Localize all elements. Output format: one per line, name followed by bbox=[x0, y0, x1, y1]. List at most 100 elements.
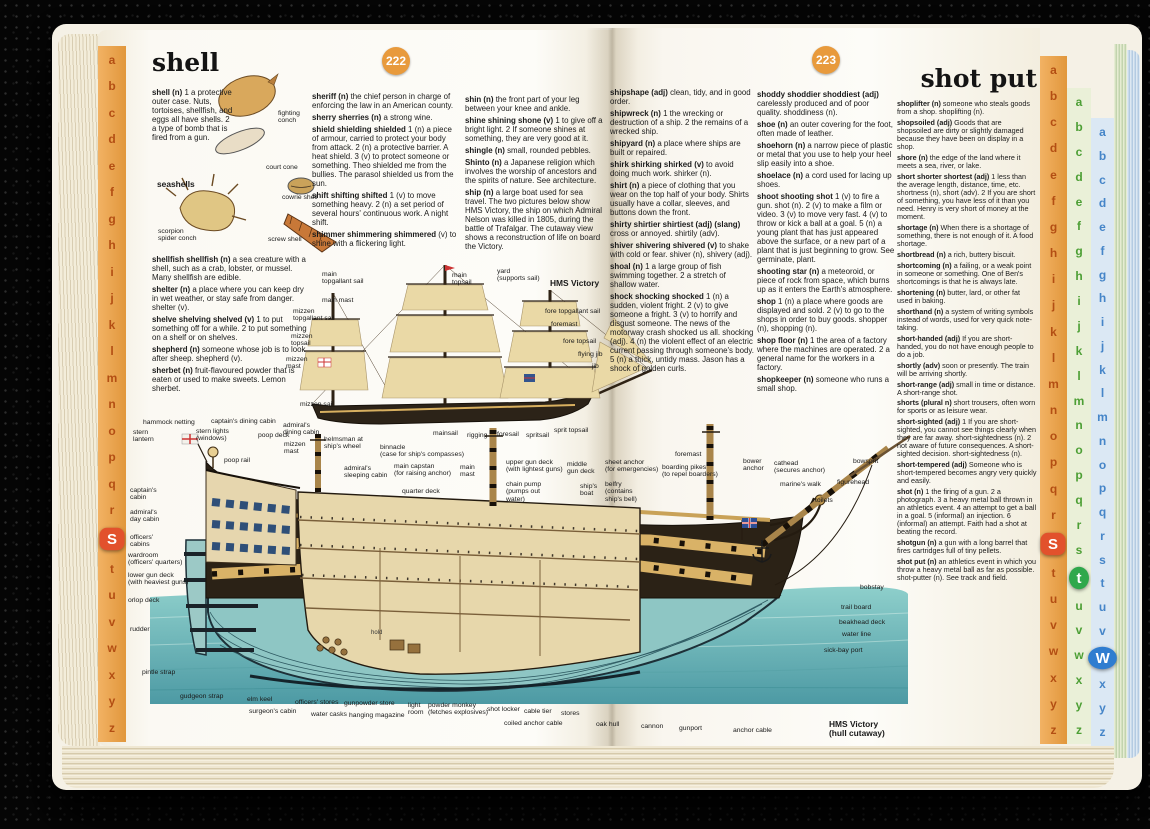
index-tab-p[interactable]: p bbox=[1075, 468, 1083, 483]
index-tab-l[interactable]: l bbox=[1100, 386, 1105, 401]
index-tab-p[interactable]: p bbox=[108, 450, 116, 465]
index-tab-n[interactable]: n bbox=[1098, 433, 1107, 448]
index-tab-z[interactable]: z bbox=[1076, 722, 1082, 737]
index-tab-n[interactable]: n bbox=[1049, 403, 1058, 418]
index-tab-b[interactable]: b bbox=[1075, 119, 1083, 134]
index-tab-n[interactable]: n bbox=[108, 397, 116, 412]
index-tab-b[interactable]: b bbox=[1098, 148, 1107, 163]
index-tab-i[interactable]: i bbox=[1051, 272, 1056, 287]
index-tab-x[interactable]: x bbox=[108, 667, 116, 682]
index-tab-e[interactable]: e bbox=[1050, 167, 1057, 182]
index-tab-f[interactable]: f bbox=[110, 185, 114, 200]
index-tab-a[interactable]: a bbox=[108, 53, 116, 67]
index-tab-b[interactable]: b bbox=[108, 79, 116, 94]
index-tab-d[interactable]: d bbox=[1049, 141, 1058, 156]
index-tab-h[interactable]: h bbox=[1049, 246, 1058, 261]
index-tab-g[interactable]: g bbox=[1098, 267, 1107, 282]
index-tab-t[interactable]: t bbox=[110, 561, 114, 576]
index-tab-h[interactable]: h bbox=[1098, 291, 1107, 306]
index-tab-k[interactable]: k bbox=[1050, 324, 1057, 339]
index-tab-i[interactable]: i bbox=[1100, 315, 1105, 329]
index-tab-t[interactable]: t bbox=[1069, 566, 1089, 589]
index-tab-r[interactable]: r bbox=[1076, 517, 1082, 532]
index-tab-g[interactable]: g bbox=[1075, 244, 1083, 259]
index-tab-e[interactable]: e bbox=[1099, 220, 1106, 234]
index-tab-f[interactable]: f bbox=[1077, 219, 1081, 234]
index-tab-y[interactable]: y bbox=[1050, 696, 1057, 711]
index-tab-g[interactable]: g bbox=[108, 211, 116, 226]
index-tab-e[interactable]: e bbox=[1075, 194, 1083, 209]
index-tab-c[interactable]: c bbox=[1099, 172, 1106, 187]
index-tab-x[interactable]: x bbox=[1075, 673, 1083, 688]
index-tab-m[interactable]: m bbox=[1073, 393, 1085, 408]
index-tab-n[interactable]: n bbox=[1075, 418, 1083, 433]
index-tab-i[interactable]: i bbox=[110, 264, 114, 279]
index-tab-d[interactable]: d bbox=[108, 132, 116, 147]
index-tab-q[interactable]: q bbox=[1098, 505, 1107, 519]
index-tab-t[interactable]: t bbox=[1051, 565, 1056, 580]
index-tab-z[interactable]: z bbox=[1099, 724, 1106, 739]
index-tab-v[interactable]: v bbox=[1075, 623, 1083, 638]
index-tab-j[interactable]: j bbox=[1077, 318, 1081, 333]
index-tab-l[interactable]: l bbox=[1051, 350, 1056, 365]
index-tab-p[interactable]: p bbox=[1098, 481, 1107, 496]
index-tab-m[interactable]: m bbox=[1048, 376, 1059, 391]
index-tab-y[interactable]: y bbox=[108, 694, 116, 709]
index-tab-d[interactable]: d bbox=[1075, 169, 1083, 184]
index-tab-u[interactable]: u bbox=[1098, 600, 1107, 614]
index-tab-v[interactable]: v bbox=[1099, 623, 1106, 638]
index-tab-m[interactable]: m bbox=[106, 370, 118, 385]
index-tab-z[interactable]: z bbox=[109, 720, 115, 735]
index-tab-j[interactable]: j bbox=[1051, 298, 1056, 313]
index-tab-k[interactable]: k bbox=[1075, 343, 1083, 358]
index-tab-q[interactable]: q bbox=[1049, 481, 1058, 496]
index-tab-s[interactable]: s bbox=[1099, 552, 1106, 567]
index-tab-o[interactable]: o bbox=[1075, 443, 1083, 458]
index-tab-z[interactable]: z bbox=[1050, 722, 1057, 737]
index-tab-l[interactable]: l bbox=[1077, 368, 1081, 383]
index-tab-w[interactable]: W bbox=[1087, 646, 1118, 669]
index-tab-w[interactable]: w bbox=[1074, 648, 1084, 663]
index-tab-m[interactable]: m bbox=[1097, 410, 1108, 424]
index-tab-w[interactable]: w bbox=[107, 641, 117, 656]
index-tab-e[interactable]: e bbox=[108, 158, 116, 173]
index-tab-h[interactable]: h bbox=[108, 238, 116, 253]
index-tab-f[interactable]: f bbox=[1051, 193, 1056, 208]
index-tab-y[interactable]: y bbox=[1075, 698, 1083, 712]
index-tab-k[interactable]: k bbox=[1099, 362, 1106, 377]
index-tab-p[interactable]: p bbox=[1049, 455, 1058, 470]
index-tab-d[interactable]: d bbox=[1098, 196, 1107, 211]
index-tab-g[interactable]: g bbox=[1049, 219, 1058, 234]
index-tab-q[interactable]: q bbox=[1075, 493, 1083, 507]
index-tab-u[interactable]: u bbox=[1049, 592, 1058, 607]
index-tab-t[interactable]: t bbox=[1100, 576, 1105, 591]
index-tab-l[interactable]: l bbox=[110, 344, 114, 359]
index-tab-c[interactable]: c bbox=[108, 105, 116, 120]
index-tab-o[interactable]: o bbox=[1098, 457, 1107, 472]
index-tab-x[interactable]: x bbox=[1099, 677, 1106, 692]
index-tab-a[interactable]: a bbox=[1050, 63, 1057, 77]
index-tab-y[interactable]: y bbox=[1099, 701, 1106, 715]
index-tab-v[interactable]: v bbox=[108, 614, 116, 629]
index-tab-j[interactable]: j bbox=[1100, 338, 1105, 353]
index-tab-u[interactable]: u bbox=[1075, 598, 1083, 613]
index-tab-a[interactable]: a bbox=[1075, 95, 1083, 109]
index-tab-u[interactable]: u bbox=[108, 588, 116, 603]
index-tab-w[interactable]: w bbox=[1048, 644, 1059, 659]
index-tab-a[interactable]: a bbox=[1099, 125, 1106, 139]
index-tab-b[interactable]: b bbox=[1049, 89, 1058, 104]
index-tab-o[interactable]: o bbox=[1049, 429, 1058, 444]
index-tab-s[interactable]: S bbox=[99, 528, 125, 551]
index-tab-o[interactable]: o bbox=[108, 423, 116, 438]
index-tab-r[interactable]: r bbox=[109, 502, 115, 517]
index-tab-s[interactable]: s bbox=[1075, 542, 1083, 557]
index-tab-k[interactable]: k bbox=[108, 317, 116, 332]
index-tab-v[interactable]: v bbox=[1050, 618, 1057, 633]
index-tab-r[interactable]: r bbox=[1100, 528, 1105, 543]
index-tab-i[interactable]: i bbox=[1077, 294, 1081, 308]
index-tab-c[interactable]: c bbox=[1050, 115, 1057, 130]
